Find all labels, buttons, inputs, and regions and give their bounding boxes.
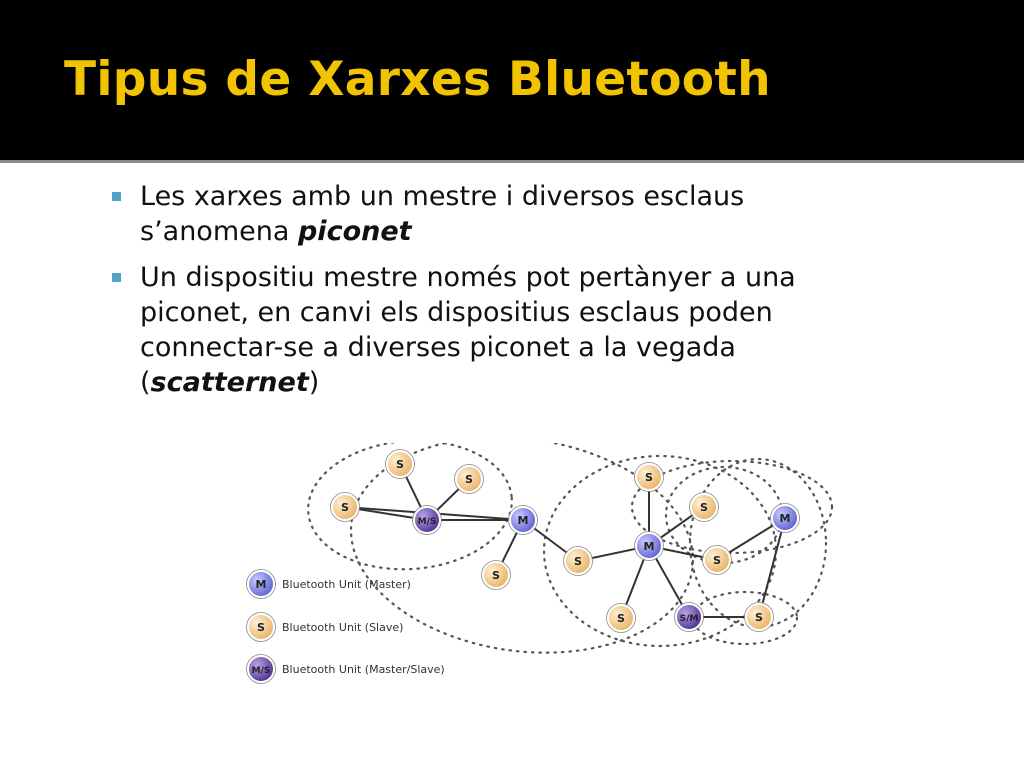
legend-label: Bluetooth Unit (Slave) [282,621,403,634]
bullet-text: Un dispositiu mestre només pot pertànyer… [140,262,796,398]
connection-lines [344,463,786,619]
node-s4: S [481,560,511,590]
node-ms1-circle [413,506,441,534]
bullet-item: Les xarxes amb un mestre i diversos escl… [108,179,898,249]
legend-master-slave-icon: M/S [246,654,276,684]
node-s4-outline [481,560,511,590]
node-s5-label: S [574,555,582,568]
node-m3-label: M [780,512,791,525]
node-s8-circle [703,546,731,574]
node-ms1-outline [412,505,442,535]
node-s8: S [702,545,732,575]
node-s5-outline [563,546,593,576]
node-s2-label: S [465,473,473,486]
node-s2: S [454,464,484,494]
title-bar: Tipus de Xarxes Bluetooth [0,0,1024,160]
node-s1-outline [385,449,415,479]
node-s1: S [385,449,415,479]
legend-slave-icon-circle [247,613,275,641]
legend-slave-icon: S [246,612,276,642]
node-m2-circle [635,532,663,560]
node-s3-label: S [341,501,349,514]
node-s5-circle [564,547,592,575]
node-s7-label: S [700,501,708,514]
legend-master-icon-outline [246,569,276,599]
node-s7-circle [690,493,718,521]
node-s9: S [606,603,636,633]
legend-master-icon: M [246,569,276,599]
node-s6-outline [634,462,664,492]
node-s9-outline [606,603,636,633]
square-bullet-icon [112,273,121,282]
node-s1-circle [386,450,414,478]
square-bullet-icon [112,192,121,201]
node-m2: M [634,531,664,561]
piconet-boundary [349,443,695,654]
node-s10: S [744,602,774,632]
node-sm1-label: S/M [680,614,699,624]
legend-master-slave-icon-circle [247,655,275,683]
node-s2-circle [455,465,483,493]
node-sm1-circle [675,603,703,631]
bluetooth-network-diagram: S S S M/S M S S S S M S S S/M M S M Bluetooth Unit (Mas… [246,443,834,684]
bullet-item: Un dispositiu mestre només pot pertànyer… [108,260,898,400]
legend-label: Bluetooth Unit (Master/Slave) [282,663,445,676]
legend-master-slave-icon-label: M/S [252,666,271,676]
node-s8-label: S [713,554,721,567]
node-s9-label: S [617,612,625,625]
legend-master-slave-icon-outline [246,654,276,684]
bullet-emphasis: scatternet [150,367,309,398]
node-sm1-outline [674,602,704,632]
node-s7-outline [689,492,719,522]
node-m3: M [770,503,800,533]
node-m1-label: M [518,514,529,527]
node-s9-circle [607,604,635,632]
device-nodes: S S S M/S M S S S S M S S S/M M S [330,449,800,633]
legend-master-icon-circle [247,570,275,598]
node-s2-outline [454,464,484,494]
node-m2-label: M [644,540,655,553]
content-area: Les xarxes amb un mestre i diversos escl… [0,163,1024,768]
bullet-text: Les xarxes amb un mestre i diversos escl… [140,181,745,247]
node-m1-circle [509,506,537,534]
piconet-boundary [630,459,834,555]
node-m3-outline [770,503,800,533]
piconet-boundary [307,443,513,571]
legend-master-icon-label: M [256,578,267,591]
bullet-list: Les xarxes amb un mestre i diversos escl… [108,179,898,411]
legend-slave-icon-label: S [257,621,265,634]
title-divider [0,160,1024,163]
node-s8-outline [702,545,732,575]
node-s1-label: S [396,458,404,471]
bullet-emphasis: piconet [297,216,412,247]
bullet-text-tail: ) [308,367,320,398]
node-s6-label: S [645,471,653,484]
node-s5: S [563,546,593,576]
legend-label: Bluetooth Unit (Master) [282,578,411,591]
node-m1: M [508,505,538,535]
node-m2-outline [634,531,664,561]
diagram-legend: M Bluetooth Unit (Master) S Bluetooth Unit … [246,569,445,684]
node-m1-outline [508,505,538,535]
piconet-boundary [691,590,799,646]
node-s6: S [634,462,664,492]
connection-line [758,517,786,618]
node-sm1: S/M [674,602,704,632]
node-s6-circle [635,463,663,491]
node-s3-circle [331,493,359,521]
node-s7: S [689,492,719,522]
node-s4-circle [482,561,510,589]
node-m3-circle [771,504,799,532]
node-s10-outline [744,602,774,632]
node-s10-circle [745,603,773,631]
legend-slave-icon-outline [246,612,276,642]
node-ms1-label: M/S [418,517,437,527]
node-s4-label: S [492,569,500,582]
slide-title: Tipus de Xarxes Bluetooth [64,52,771,107]
node-s10-label: S [755,611,763,624]
node-s3-outline [330,492,360,522]
node-ms1: M/S [412,505,442,535]
node-s3: S [330,492,360,522]
